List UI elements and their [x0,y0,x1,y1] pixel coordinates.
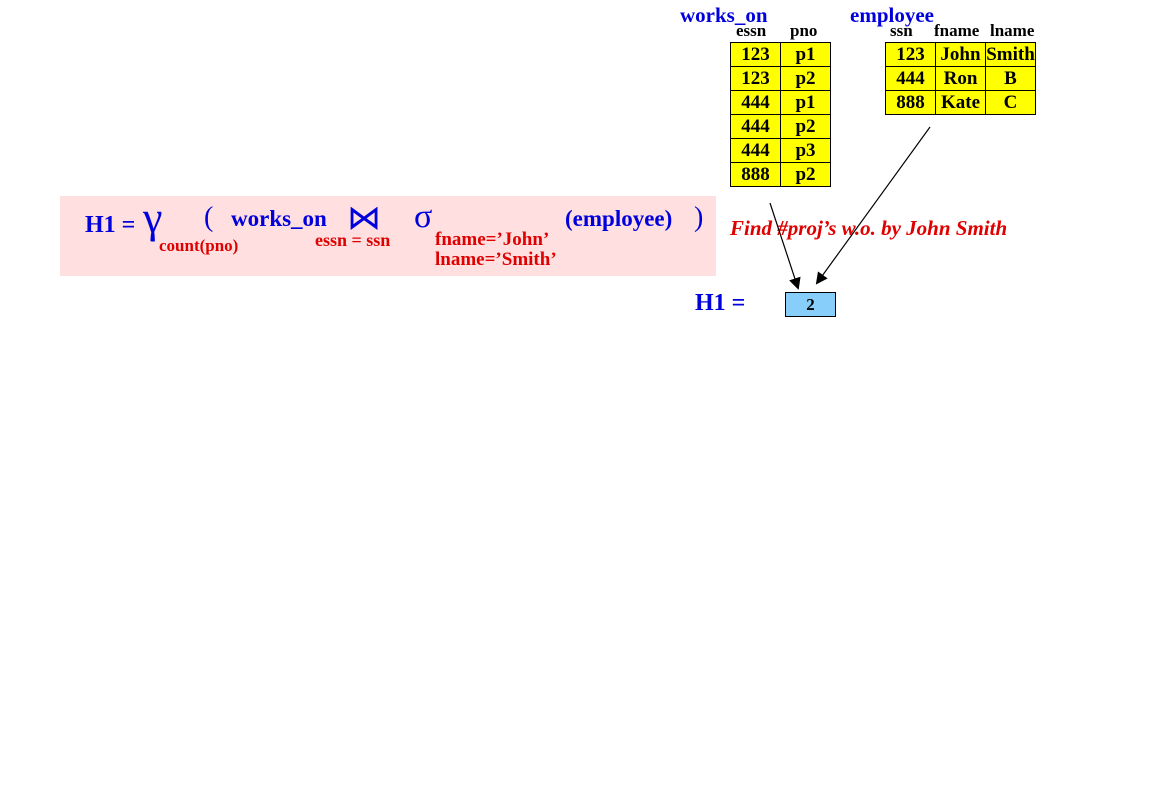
sigma-symbol: σ [414,198,433,235]
works-on-cell-pno: p1 [780,42,831,67]
employee-col-ssn: ssn [890,21,913,40]
arrow-works-on-to-result [769,202,801,290]
employee-cell-ssn: 123 [885,42,936,67]
employee-col-fname: fname [934,21,980,40]
works-on-title: works_on [680,3,768,27]
select-condition-fname: fname=’John’ [435,229,550,250]
employee-cell-lname: B [985,66,1036,91]
select-condition-lname: lname=’Smith’ [435,249,557,270]
employee-cell-fname: John [935,42,986,67]
works-on-cell-essn: 123 [730,66,781,91]
works-on-cell-essn: 444 [730,114,781,139]
works-on-cell-essn: 444 [730,138,781,163]
employee-cell-ssn: 444 [885,66,936,91]
works-on-col-essn: essn [736,21,767,40]
result-value: 2 [785,292,836,317]
formula-band [60,196,716,276]
formula-lhs: H1 = [85,212,136,238]
gamma-symbol: γ [143,193,163,242]
employee-cell-lname: C [985,90,1036,115]
formula-employee: (employee) [565,206,673,231]
open-paren: ( [204,202,214,233]
works-on-cell-pno: p2 [780,66,831,91]
arrow-employee-to-result [815,126,931,285]
works-on-cell-pno: p2 [780,114,831,139]
join-condition: essn = ssn [315,230,391,250]
employee-cell-ssn: 888 [885,90,936,115]
result-label: H1 = [695,290,746,316]
formula-works-on: works_on [231,206,327,231]
employee-title: employee [850,3,934,27]
employee-cell-fname: Kate [935,90,986,115]
works-on-cell-pno: p2 [780,162,831,187]
works-on-cell-essn: 888 [730,162,781,187]
join-symbol: ⋈ [347,198,381,238]
gamma-subscript: count(pno) [159,236,239,255]
works-on-col-pno: pno [790,21,818,40]
works-on-cell-pno: p3 [780,138,831,163]
works-on-cell-pno: p1 [780,90,831,115]
employee-col-lname: lname [990,21,1035,40]
employee-cell-lname: Smith [985,42,1036,67]
close-paren: ) [694,202,704,233]
